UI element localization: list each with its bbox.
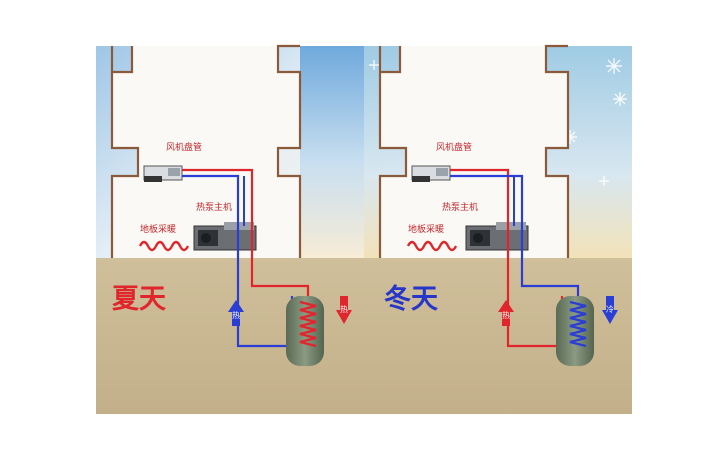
winter-down-arrow-char: 冷 [606, 304, 614, 314]
summer-up-arrow-char: 热 [232, 310, 240, 320]
winter-up-arrow-char: 热 [502, 310, 510, 320]
summer-floor-heating-label: 地板采暖 [140, 223, 176, 235]
winter-cold-pipe [450, 174, 580, 296]
winter-well [556, 296, 594, 366]
summer-down-arrow-icon: 热 [336, 296, 352, 324]
summer-sky-right [300, 46, 364, 260]
summer-panel: 热 热 风机盘管 热泵主机 地板采暖 夏天 [96, 44, 364, 414]
winter-season-title: 冬天 [384, 283, 438, 315]
summer-hot-pipe [182, 168, 310, 296]
summer-heat-pump-icon [193, 222, 257, 251]
winter-floor-heating-label: 地板采暖 [408, 223, 444, 235]
winter-heat-pump-icon [465, 222, 529, 251]
winter-fan-coil-label: 风机盘管 [436, 141, 472, 153]
winter-panel: 热 冷 风机盘管 热泵主机 地板采暖 冬天 [364, 44, 632, 414]
summer-heat-pump-label: 热泵主机 [196, 201, 232, 213]
summer-well-coil [299, 300, 317, 348]
winter-heat-pump-label: 热泵主机 [442, 201, 478, 213]
summer-fan-coil-icon [143, 165, 183, 182]
summer-down-arrow-char: 热 [340, 304, 348, 314]
summer-fan-coil-label: 风机盘管 [166, 141, 202, 153]
summer-season-title: 夏天 [112, 284, 166, 315]
winter-floor-heating-coil [406, 240, 458, 252]
snowflake-icon [369, 58, 627, 186]
winter-down-arrow-icon: 冷 [602, 296, 618, 324]
summer-up-arrow-icon: 热 [228, 300, 244, 326]
winter-well-coil [569, 300, 587, 348]
winter-up-arrow-icon: 热 [498, 300, 514, 326]
summer-floor-heating-coil [138, 240, 190, 252]
winter-fan-coil-icon [411, 165, 451, 182]
summer-well [286, 296, 324, 366]
